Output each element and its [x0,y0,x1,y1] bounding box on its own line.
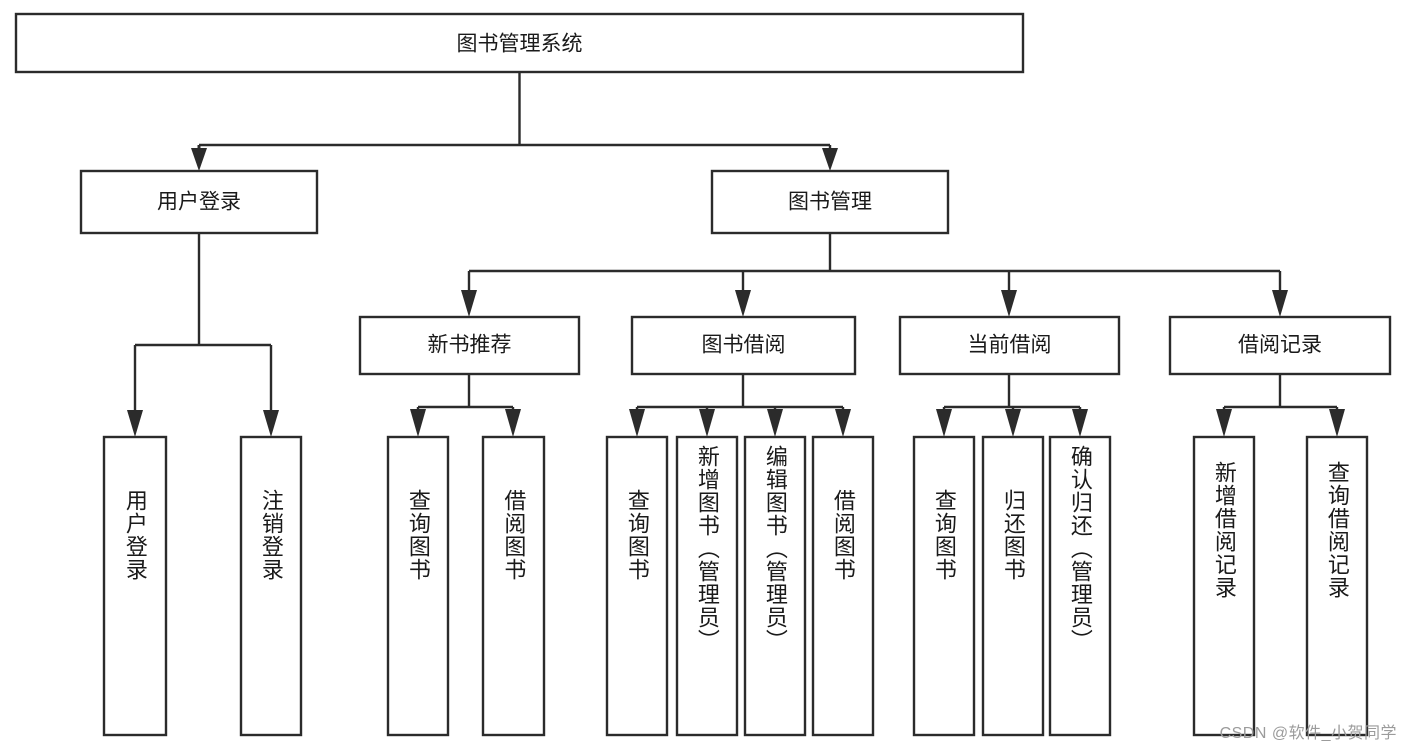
arrow-head-leaf-query-book-1 [410,409,426,437]
leaf-box-query-book-1[interactable] [386,435,450,737]
arrow-head-leaf-query-book-3 [936,409,952,437]
node-root[interactable]: 图书管理系统 [14,12,1025,74]
arrow-head-new-book-rec [461,290,477,317]
arrow-head-leaf-borrow-book-2 [835,409,851,437]
arrow-head-user-login [191,148,207,171]
arrow-head-borrow-record [1272,290,1288,317]
arrow-head-current-borrow [1001,290,1017,317]
node-book-borrow[interactable]: 图书借阅 [630,315,857,376]
leaf-box-return-book[interactable] [981,435,1045,737]
arrow-head-leaf-return-book [1005,409,1021,437]
leaf-box-logout[interactable] [239,435,303,737]
arrow-head-leaf-confirm-return [1072,409,1088,437]
arrow-head-leaf-borrow-book-1 [505,409,521,437]
node-new-book-recommend-label: 新书推荐 [428,334,512,357]
leaf-box-query-record[interactable] [1305,435,1369,737]
node-new-book-recommend[interactable]: 新书推荐 [358,315,581,376]
arrow-head-leaf-logout [263,410,279,437]
node-new-book-recommend-box[interactable] [358,315,581,376]
node-book-manage-box[interactable] [710,169,950,235]
arrow-head-leaf-add-book [699,409,715,437]
leaf-box-borrow-book-2[interactable] [811,435,875,737]
node-book-borrow-label: 图书借阅 [702,334,786,357]
leaf-box-confirm-return[interactable] [1048,435,1112,737]
arrow-head-book-manage [822,148,838,171]
leaf-box-add-record[interactable] [1192,435,1256,737]
arrow-head-leaf-user-login [127,410,143,437]
node-root-box[interactable] [14,12,1025,74]
arrow-head-leaf-edit-book [767,409,783,437]
node-current-borrow-label: 当前借阅 [968,334,1052,357]
arrow-head-leaf-add-record [1216,409,1232,437]
node-root-label: 图书管理系统 [457,33,583,56]
node-user-login-label: 用户登录 [157,191,241,214]
connector-layer [127,72,1345,437]
node-book-manage-label: 图书管理 [788,191,872,214]
node-user-login-box[interactable] [79,169,319,235]
leaf-box-add-book[interactable] [675,435,739,737]
leaf-box-query-book-3[interactable] [912,435,976,737]
arrow-head-leaf-query-record [1329,409,1345,437]
leaf-box-edit-book[interactable] [743,435,807,737]
leaf-box-query-book-2[interactable] [605,435,669,737]
node-user-login[interactable]: 用户登录 [79,169,319,235]
arrow-head-book-borrow [735,290,751,317]
leaf-box-borrow-book-1[interactable] [481,435,546,737]
leaf-box-user-login[interactable] [102,435,168,737]
node-borrow-record[interactable]: 借阅记录 [1168,315,1392,376]
node-current-borrow[interactable]: 当前借阅 [898,315,1121,376]
arrow-head-leaf-query-book-2 [629,409,645,437]
node-current-borrow-box[interactable] [898,315,1121,376]
node-borrow-record-label: 借阅记录 [1238,334,1322,357]
node-layer: 图书管理系统 用户登录 图书管理 新书推荐 图书借阅 当前 [14,12,1392,737]
node-book-manage[interactable]: 图书管理 [710,169,950,235]
csdn-watermark: CSDN @软件_小贺同学 [1219,725,1397,742]
node-borrow-record-box[interactable] [1168,315,1392,376]
node-book-borrow-box[interactable] [630,315,857,376]
